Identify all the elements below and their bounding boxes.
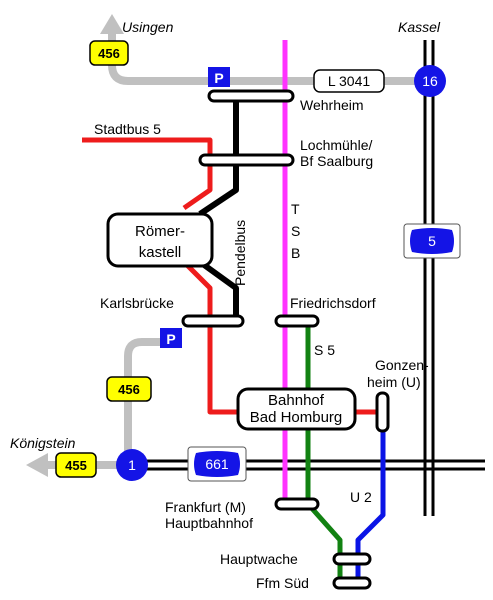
svg-text:16: 16 bbox=[422, 73, 438, 89]
station-bar-wehrheim[interactable] bbox=[207, 89, 295, 103]
label-frankfurt-hbf-1: Frankfurt (M) bbox=[165, 499, 246, 515]
label-lochmuehle-2: Bf Saalburg bbox=[300, 153, 373, 169]
motorway-a5 bbox=[423, 40, 435, 516]
svg-text:455: 455 bbox=[65, 458, 87, 473]
parking-left-icon: P bbox=[160, 328, 182, 348]
shield-a661: 661 bbox=[187, 446, 247, 482]
svg-text:456: 456 bbox=[118, 382, 140, 397]
shield-a16: 16 bbox=[414, 65, 446, 97]
label-ffm-sued: Ffm Süd bbox=[256, 575, 309, 591]
label-karlsbruecke: Karlsbrücke bbox=[100, 295, 174, 311]
label-stadtbus: Stadtbus 5 bbox=[94, 121, 161, 137]
label-kassel: Kassel bbox=[398, 19, 441, 35]
badge-b456-left: 456 bbox=[106, 376, 152, 402]
shield-a5: 5 bbox=[403, 223, 461, 259]
label-s5: S 5 bbox=[314, 342, 335, 358]
station-label-bad-homburg-2: Bad Homburg bbox=[250, 409, 343, 426]
station-bar-hauptwache[interactable] bbox=[332, 552, 372, 566]
svg-text:1: 1 bbox=[128, 457, 136, 473]
station-bar-gonzenheim[interactable] bbox=[375, 391, 390, 433]
label-frankfurt-hbf-2: Hauptbahnhof bbox=[165, 515, 253, 531]
label-usingen: Usingen bbox=[122, 19, 174, 35]
station-bar-ffm-sued[interactable] bbox=[332, 576, 372, 590]
station-bars bbox=[181, 89, 390, 590]
road-b456-south bbox=[124, 338, 170, 465]
station-bar-karlsbruecke[interactable] bbox=[181, 314, 245, 328]
svg-text:456: 456 bbox=[98, 46, 120, 61]
station-bar-lochmuehle[interactable] bbox=[198, 153, 295, 167]
station-label-bad-homburg-1: Bahnhof bbox=[268, 392, 325, 409]
line-pendelbus bbox=[198, 96, 239, 320]
label-tsb-t: T bbox=[291, 201, 300, 217]
label-tsb-s: S bbox=[291, 223, 300, 239]
plate-l3041: L 3041 bbox=[313, 69, 385, 93]
svg-text:L 3041: L 3041 bbox=[328, 73, 371, 89]
label-friedrichsdorf: Friedrichsdorf bbox=[290, 295, 376, 311]
station-bar-friedrichsdorf[interactable] bbox=[274, 314, 320, 328]
station-label-roemerkastell-2: kastell bbox=[139, 244, 182, 261]
svg-text:P: P bbox=[166, 331, 175, 347]
svg-text:5: 5 bbox=[428, 233, 436, 249]
label-lochmuehle-1: Lochmühle/ bbox=[300, 137, 372, 153]
station-box-roemerkastell[interactable] bbox=[106, 212, 214, 268]
badge-b455: 455 bbox=[55, 452, 97, 478]
station-bar-frankfurt-hbf[interactable] bbox=[274, 497, 320, 511]
label-wehrheim: Wehrheim bbox=[300, 97, 364, 113]
shield-a1: 1 bbox=[116, 449, 148, 481]
station-box-bad-homburg[interactable] bbox=[236, 387, 357, 431]
label-pendelbus: Pendelbus bbox=[232, 220, 248, 286]
label-gonzenheim-1: Gonzen- bbox=[375, 357, 429, 373]
line-s5-green bbox=[305, 320, 343, 583]
label-gonzenheim-2: heim (U) bbox=[367, 374, 421, 390]
svg-text:P: P bbox=[214, 70, 223, 86]
station-label-roemerkastell-1: Römer- bbox=[135, 223, 185, 240]
label-tsb-b: B bbox=[291, 245, 300, 261]
label-u2: U 2 bbox=[350, 489, 372, 505]
parking-top-icon: P bbox=[208, 67, 230, 87]
badge-b456-top: 456 bbox=[89, 40, 129, 66]
label-koenigstein: Königstein bbox=[10, 435, 76, 451]
arrow-koenigstein-icon bbox=[26, 453, 48, 477]
arrow-usingen-icon bbox=[100, 14, 124, 34]
label-hauptwache: Hauptwache bbox=[220, 551, 298, 567]
svg-text:661: 661 bbox=[205, 456, 229, 472]
